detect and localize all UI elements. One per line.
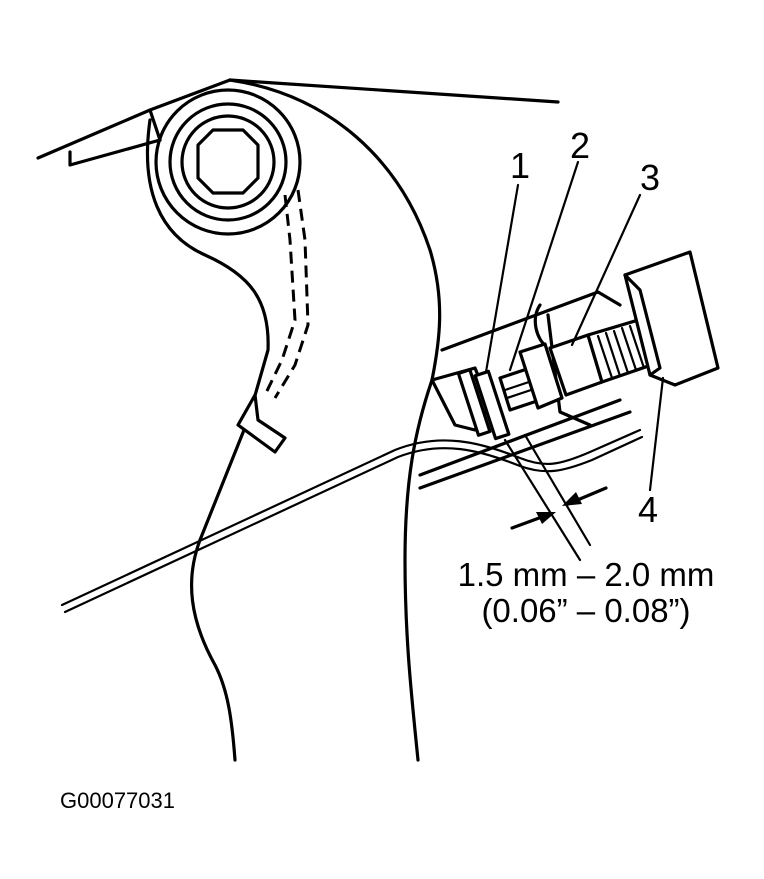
callout-3: 3	[640, 157, 660, 198]
callout-2: 2	[570, 125, 590, 166]
clearance-measurement	[503, 433, 608, 562]
callout-1: 1	[510, 145, 530, 186]
figure-id: G00077031	[60, 788, 175, 813]
switch-housing	[623, 250, 720, 387]
switch-assembly	[456, 316, 662, 441]
callout-4: 4	[638, 489, 658, 530]
dimension-metric: 1.5 mm – 2.0 mm	[458, 556, 715, 593]
pivot-bolt	[154, 88, 302, 236]
dimension-imperial: (0.06” – 0.08”)	[481, 592, 690, 629]
return-spring	[236, 189, 310, 454]
callout-leaders	[484, 160, 665, 492]
upper-bracket	[36, 78, 560, 167]
pedal-arm	[145, 78, 442, 762]
